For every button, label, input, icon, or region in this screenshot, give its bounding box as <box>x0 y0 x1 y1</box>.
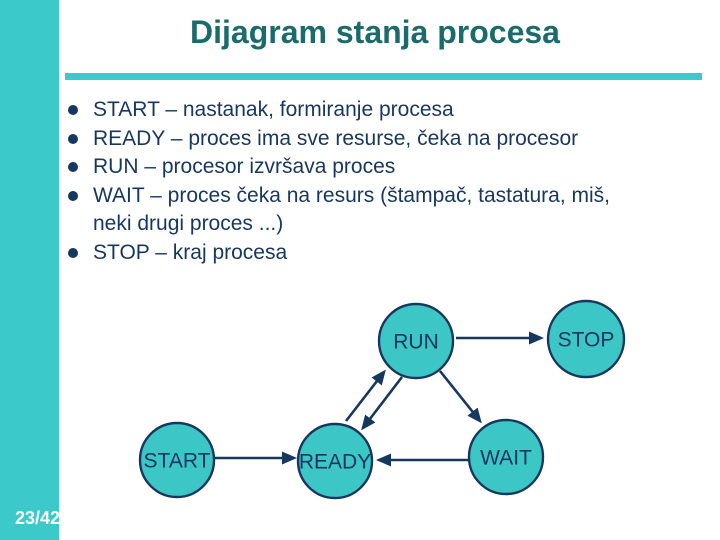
diagram-node-label-wait: WAIT <box>480 447 532 470</box>
page-number: 23/42 <box>15 508 61 528</box>
bullet-item: RUN – procesor izvršava proces <box>68 153 678 182</box>
bullet-item: WAIT – proces čeka na resurs (štampač, t… <box>68 182 678 239</box>
bullet-text: STOP – kraj procesa <box>93 240 288 264</box>
slide-title: Dijagram stanja procesa <box>190 14 560 50</box>
diagram-node-wait <box>467 418 545 496</box>
bullet-item: START – nastanak, formiranje procesa <box>68 96 678 125</box>
diagram-node-ready <box>296 422 374 500</box>
diagram-edge-run-to-ready <box>361 376 404 431</box>
diagram-node-label-stop: STOP <box>558 329 615 352</box>
bullet-icon <box>68 133 78 144</box>
bullet-icon <box>68 162 78 172</box>
bullet-text: START – nastanak, formiranje procesa <box>93 98 454 121</box>
title-underline-bar <box>65 73 702 80</box>
bullet-item: STOP – kraj procesa <box>68 239 678 268</box>
bullet-text: RUN – procesor izvršava proces <box>93 155 396 178</box>
side-accent-strip <box>0 0 59 540</box>
bullet-text: WAIT – proces čeka na resurs (štampač, t… <box>93 183 611 236</box>
diagram-node-label-run: RUN <box>393 331 439 354</box>
diagram-edge-run-to-wait <box>438 370 482 424</box>
diagram-edges <box>215 331 544 467</box>
bullet-icon <box>68 105 78 115</box>
bullet-item: READY – proces ima sve resurse, čeka na … <box>68 125 678 154</box>
bullet-icon <box>68 247 78 258</box>
bullet-icon <box>68 190 78 201</box>
diagram-node-stop <box>546 299 626 379</box>
diagram-node-label-start: START <box>144 450 211 473</box>
diagram-nodes: RUN STOP START READY WAIT <box>138 299 626 500</box>
diagram-node-run <box>377 302 455 380</box>
diagram-node-start <box>138 421 216 499</box>
diagram-node-label-ready: READY <box>299 451 371 474</box>
diagram-edge-ready-to-run <box>344 369 386 422</box>
bullet-text: READY – proces ima sve resurse, čeka na … <box>93 126 579 150</box>
